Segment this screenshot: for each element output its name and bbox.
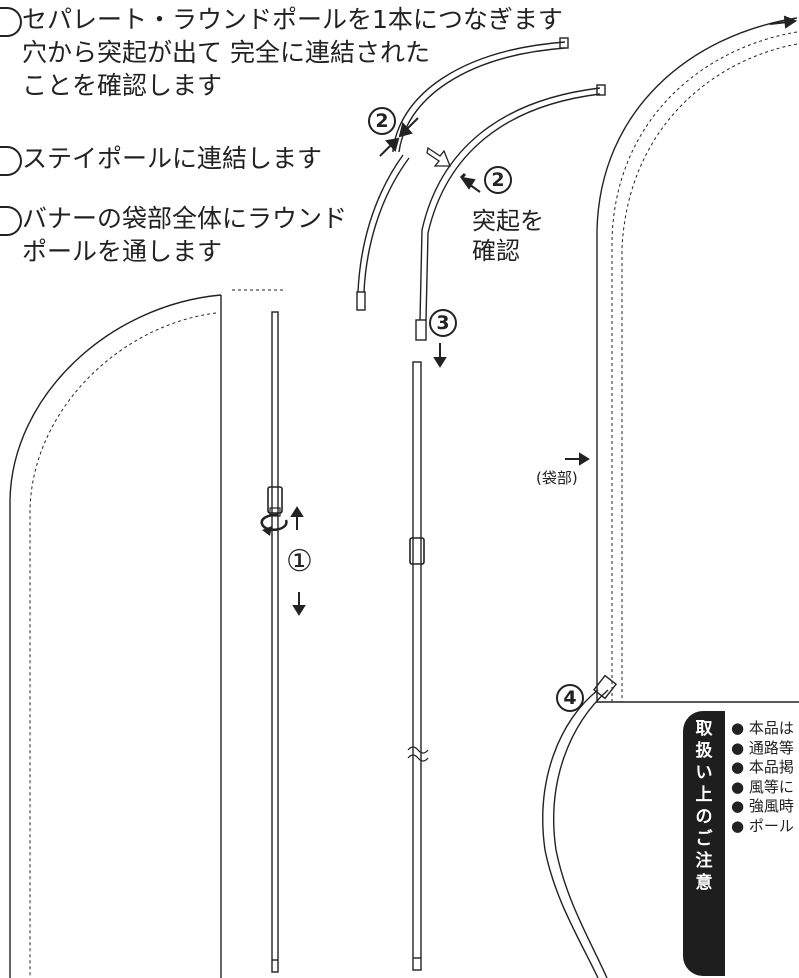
step-1-line-3: ことを確認します xyxy=(22,71,223,100)
stay-pole xyxy=(542,689,599,978)
left-banner-pocket xyxy=(29,312,217,978)
arrow-icon xyxy=(292,592,306,616)
pole-3-break xyxy=(407,746,429,762)
caution-heading-char: 意 xyxy=(695,873,713,893)
marker-4: 4 xyxy=(556,684,584,712)
step-1-line-1: セパレート・ラウンドポールを1本につなぎます xyxy=(22,5,563,34)
step-3-line-2: ポールを通します xyxy=(22,237,223,266)
step-3-marker xyxy=(0,206,22,236)
hollow-arrow-icon xyxy=(426,146,451,167)
caution-heading-char: 注 xyxy=(695,851,713,871)
round-pole-b xyxy=(363,157,410,293)
rotate-icon xyxy=(260,513,288,536)
round-pole-c xyxy=(419,87,601,321)
caution-heading-char: の xyxy=(695,807,713,827)
caution-box: 取 扱 い 上 の ご 注 意 ● 本品は ● 通路等 ● 本品掲 ● 風等に … xyxy=(683,711,799,976)
caution-heading-char: い xyxy=(695,763,713,783)
caution-item: ● 強風時 xyxy=(731,797,794,815)
step-3-line-1: バナーの袋部全体にラウンド xyxy=(22,204,348,233)
caution-list: ● 本品は ● 通路等 ● 本品掲 ● 風等に ● 強風時 ● ポール xyxy=(731,719,794,836)
pole-1-joint xyxy=(267,486,283,514)
pocket-label: (袋部) xyxy=(536,469,578,487)
right-banner-outline xyxy=(596,17,799,703)
caution-heading-char: 扱 xyxy=(695,741,713,761)
caution-item: ● 本品掲 xyxy=(731,758,794,776)
check-label-line-2: 確認 xyxy=(472,237,520,265)
caution-item: ● 通路等 xyxy=(731,738,794,757)
pole-1 xyxy=(271,311,279,973)
arrow-icon xyxy=(398,117,419,138)
step-2-text: ステイポールに連結します xyxy=(22,142,322,175)
arrow-icon xyxy=(379,137,400,157)
caution-heading-char: 取 xyxy=(695,719,713,739)
check-label-line-1: 突起を xyxy=(472,207,544,235)
step-2-line-1: ステイポールに連結します xyxy=(22,144,323,173)
right-banner-pocket-1 xyxy=(611,31,798,702)
step-1-marker xyxy=(0,7,22,37)
check-label: 突起を 確認 xyxy=(472,206,544,266)
caution-item: ● 本品は xyxy=(731,719,794,737)
arrow-icon xyxy=(290,506,304,530)
pole-3-joint xyxy=(409,537,425,565)
round-pole-a xyxy=(392,41,566,152)
arrow-icon xyxy=(459,176,481,193)
step-1-line-2: 穴から突起が出て 完全に連結された xyxy=(22,38,430,67)
arrow-icon xyxy=(565,452,590,466)
marker-1: ① xyxy=(286,544,313,579)
marker-3: 3 xyxy=(429,309,457,337)
marker-2-check: 2 xyxy=(484,166,512,194)
arrow-icon xyxy=(433,343,447,368)
caution-heading-char: ご xyxy=(695,829,713,849)
caution-item: ● 風等に xyxy=(731,777,794,796)
caution-item: ● ポール xyxy=(731,816,794,835)
caution-heading: 取 扱 い 上 の ご 注 意 xyxy=(683,711,725,976)
step-3-text: バナーの袋部全体にラウンド ポールを通します xyxy=(22,202,347,268)
arrow-icon xyxy=(769,15,798,29)
left-banner-outline xyxy=(9,294,222,978)
marker-2-top: 2 xyxy=(368,107,396,135)
step-2-marker xyxy=(0,146,22,176)
step-1-text: セパレート・ラウンドポールを1本につなぎます 穴から突起が出て 完全に連結された… xyxy=(22,3,563,102)
pole-3 xyxy=(412,361,422,971)
right-banner-pocket-2 xyxy=(621,43,798,702)
caution-heading-char: 上 xyxy=(695,785,713,805)
